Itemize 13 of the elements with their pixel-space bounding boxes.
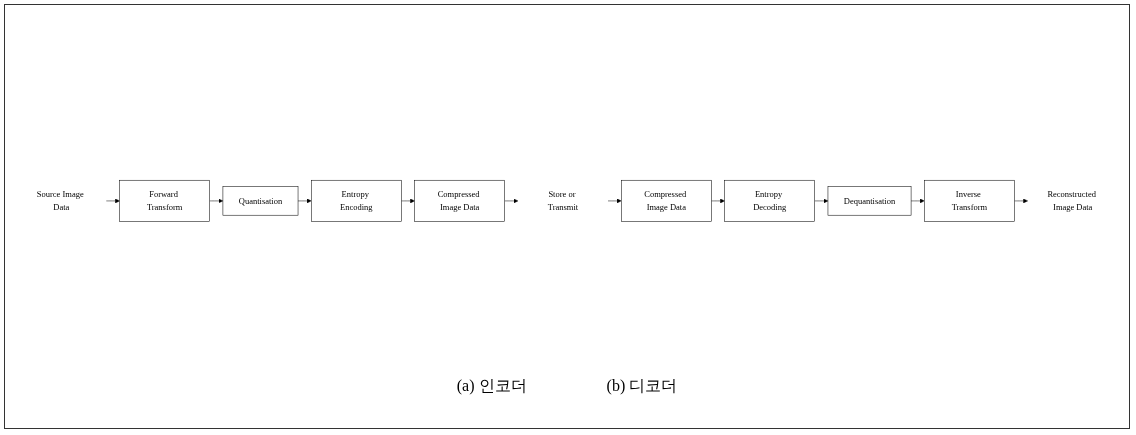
node-box: Entropy Decoding (724, 180, 815, 222)
node-box: Entropy Encoding (311, 180, 402, 222)
node-text: Store or Transmit (547, 189, 579, 212)
node-box: Compressed Image Data (621, 180, 712, 222)
node-box: Dequantisation (827, 186, 912, 216)
node-text: Source Image Data (36, 189, 84, 212)
node-box: Compressed Image Data (414, 180, 505, 222)
caption-text: (b) 디코더 (606, 376, 678, 397)
caption-text: (a) 인코더 (456, 376, 527, 397)
node-box: Quantisation (222, 186, 299, 216)
node-box: Inverse Transform (924, 180, 1015, 222)
node-text: Reconstructed Image Data (1047, 189, 1096, 212)
node-box: Forward Transform (119, 180, 210, 222)
